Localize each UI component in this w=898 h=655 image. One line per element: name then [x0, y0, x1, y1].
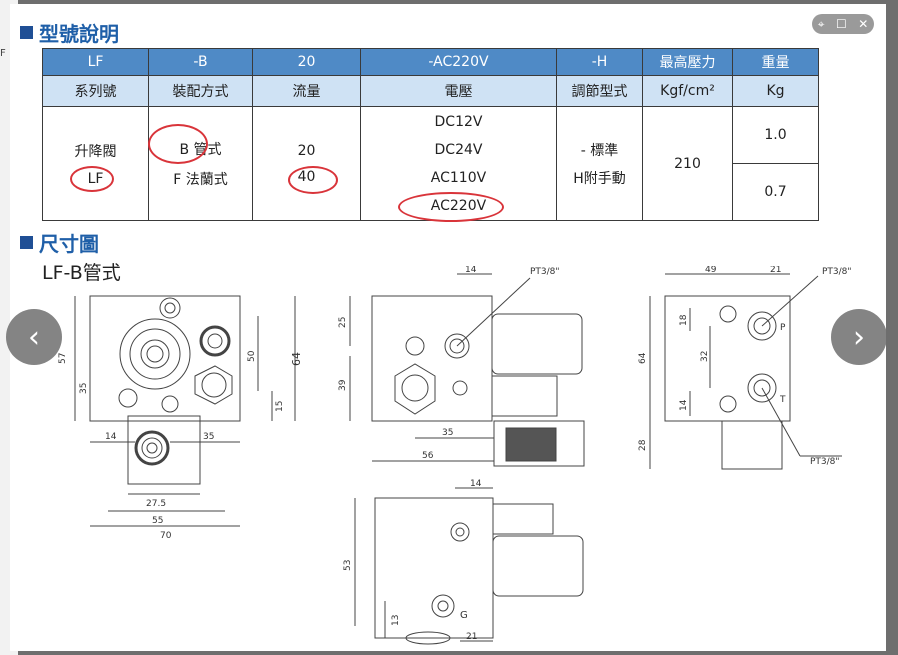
header-code-cell: 最高壓力 [642, 48, 733, 76]
header-name-cell: 系列號 [42, 75, 149, 107]
dim-label: 15 [275, 401, 285, 412]
dim-label: 35 [203, 432, 214, 442]
header-name-cell: 裝配方式 [148, 75, 253, 107]
dim-label: 28 [638, 439, 648, 451]
voltage-option: DC24V [434, 141, 483, 158]
square-bullet-icon [20, 236, 33, 249]
table-row: 升降閥 LF B 管式 F 法蘭式 20 40 DC12V DC24V AC11… [42, 106, 819, 221]
right-view [649, 273, 842, 470]
dim-label: 14 [679, 399, 689, 411]
dim-label: 50 [247, 350, 257, 362]
front-view [74, 295, 296, 527]
flow-cell: 20 40 [252, 106, 361, 221]
dim-label: 13 [391, 615, 401, 626]
dim-label: 25 [338, 317, 348, 328]
dim-label: 49 [705, 266, 717, 275]
maximize-icon[interactable]: ☐ [835, 17, 847, 31]
image-viewer: 型號說明 LF -B 20 -AC220V -H 最高壓力 重量 系列號 裝配方… [10, 4, 886, 651]
dim-label: 35 [79, 383, 89, 394]
dim-label: 64 [638, 352, 648, 364]
pin-icon[interactable]: ⌖ [817, 16, 825, 31]
model-spec-table: LF -B 20 -AC220V -H 最高壓力 重量 系列號 裝配方式 流量 … [42, 48, 819, 221]
voltage-option: AC110V [430, 169, 487, 186]
dim-label: 64 [290, 352, 303, 366]
table-header-codes: LF -B 20 -AC220V -H 最高壓力 重量 [42, 48, 819, 76]
port-label: P [780, 323, 786, 333]
background-page-letter: F [0, 48, 6, 59]
square-bullet-icon [20, 26, 33, 39]
mounting-option: F 法蘭式 [173, 171, 228, 188]
header-name-cell: Kgf/cm² [642, 75, 733, 107]
dim-label: 32 [700, 351, 710, 362]
highlight-oval-mounting [148, 124, 208, 164]
chevron-right-icon: › [853, 319, 865, 355]
series-cell: 升降閥 LF [42, 106, 149, 221]
series-name: 升降閥 [74, 143, 117, 160]
dimension-drawing: 57 35 50 64 15 14 35 27.5 55 70 14 PT3/8… [58, 266, 852, 645]
adjust-cell: - 標準 H附手動 [556, 106, 643, 221]
weight-cell: 0.7 [732, 163, 819, 221]
dim-label: 57 [58, 353, 68, 364]
close-icon[interactable]: ✕ [858, 17, 869, 31]
section-title-model: 型號說明 [20, 18, 119, 47]
table-header-names: 系列號 裝配方式 流量 電壓 調節型式 Kgf/cm² Kg [42, 75, 819, 107]
dim-label: 53 [343, 560, 353, 571]
port-label: G [460, 610, 468, 621]
highlight-oval-series [70, 166, 114, 192]
section-title-dimensions-text: 尺寸圖 [39, 232, 99, 256]
dim-label: 14 [105, 432, 117, 442]
dim-label: 21 [770, 266, 781, 275]
dim-label: PT3/8" [810, 457, 840, 467]
dim-label: 14 [470, 479, 482, 489]
header-code-cell: -AC220V [360, 48, 557, 76]
side-view [349, 273, 585, 467]
header-name-cell: 電壓 [360, 75, 557, 107]
next-image-button[interactable]: › [831, 309, 887, 365]
dim-label: 35 [442, 428, 453, 438]
drawing-title: LF-B管式 [42, 262, 121, 284]
dim-label: PT3/8" [530, 267, 560, 277]
bottom-view [354, 487, 584, 645]
dim-label: 39 [338, 379, 348, 391]
dim-label: 70 [160, 531, 172, 541]
adjust-option: H附手動 [573, 170, 626, 187]
previous-image-button[interactable]: ‹ [6, 309, 62, 365]
flow-option: 20 [297, 142, 316, 159]
dim-label: 18 [679, 314, 689, 326]
chevron-left-icon: ‹ [28, 319, 40, 355]
header-name-cell: 流量 [252, 75, 361, 107]
dim-label: PT3/8" [822, 267, 852, 277]
header-code-cell: 重量 [732, 48, 819, 76]
voltage-option: DC12V [434, 113, 483, 130]
header-code-cell: -H [556, 48, 643, 76]
dim-label: 21 [466, 632, 477, 642]
highlight-oval-voltage [398, 192, 504, 222]
mounting-cell: B 管式 F 法蘭式 [148, 106, 253, 221]
weight-cell: 1.0 [732, 106, 819, 164]
header-name-cell: Kg [732, 75, 819, 107]
pressure-cell: 210 [642, 106, 733, 221]
section-title-dimensions: 尺寸圖 [20, 228, 99, 257]
highlight-oval-flow [288, 166, 338, 194]
dim-label: 55 [152, 516, 163, 526]
dim-label: 56 [422, 451, 434, 461]
header-code-cell: 20 [252, 48, 361, 76]
table-row: 0.7 [43, 163, 819, 221]
header-code-cell: LF [42, 48, 149, 76]
window-controls: ⌖ ☐ ✕ [812, 14, 874, 34]
port-label: T [779, 395, 786, 405]
header-code-cell: -B [148, 48, 253, 76]
adjust-option: - 標準 [580, 142, 619, 159]
dim-label: 27.5 [146, 499, 166, 509]
dim-label: 14 [465, 266, 477, 275]
header-name-cell: 調節型式 [556, 75, 643, 107]
section-title-model-text: 型號說明 [39, 22, 119, 46]
